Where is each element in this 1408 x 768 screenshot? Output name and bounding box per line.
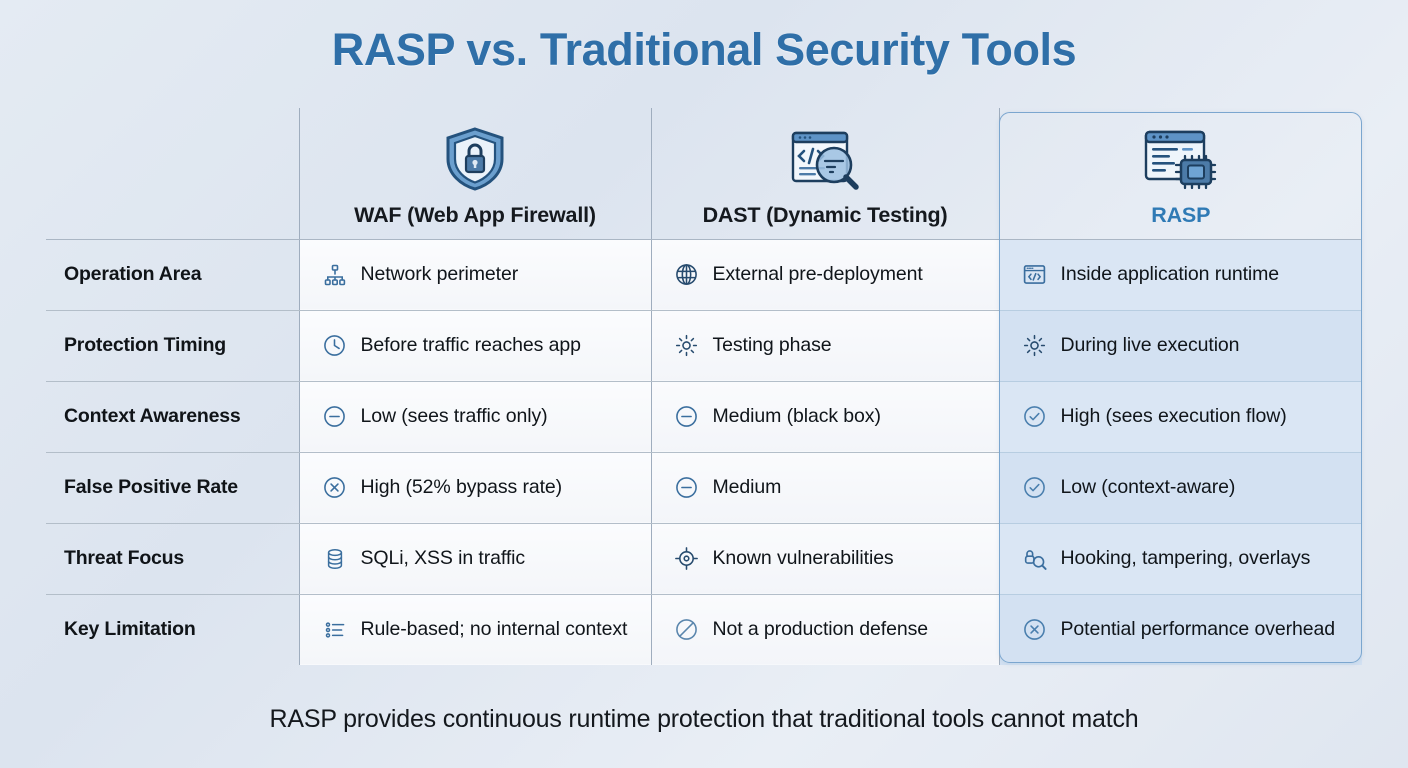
- cell-rasp-context-awareness: High (sees execution flow): [998, 381, 1362, 453]
- footer-caption: RASP provides continuous runtime protect…: [269, 705, 1139, 733]
- comparison-table: WAF (Web App Firewall): [46, 108, 1362, 665]
- row-label-key-limitation: Key Limitation: [64, 618, 196, 641]
- cell-text: Hooking, tampering, overlays: [1060, 547, 1311, 569]
- crosshair-icon: [674, 546, 700, 572]
- shield-lock-icon: [300, 125, 651, 195]
- cell-text: Testing phase: [712, 334, 832, 356]
- cell-waf-threat-focus: SQLi, XSS in traffic: [298, 523, 651, 595]
- table-row: Threat Focus SQLi, XSS in traffic: [46, 523, 1362, 595]
- cell-text: High (sees execution flow): [1060, 405, 1287, 427]
- cell-text: Network perimeter: [360, 263, 519, 285]
- list-icon: [322, 617, 348, 643]
- cell-dast-key-limitation: Not a production defense: [650, 594, 999, 665]
- cell-text: External pre-deployment: [712, 263, 923, 285]
- cell-rasp-key-limitation: Potential performance overhead: [998, 594, 1362, 665]
- cell-rasp-operation-area: Inside application runtime: [998, 239, 1362, 311]
- table-row: Operation Area Network peri: [46, 239, 1362, 311]
- minus-circle-icon: [322, 404, 348, 430]
- check-circle-icon: [1022, 475, 1048, 501]
- table-row: Key Limitation Rule-based; no internal c…: [46, 594, 1362, 665]
- cell-dast-threat-focus: Known vulnerabilities: [650, 523, 999, 595]
- cell-text: Potential performance overhead: [1060, 618, 1336, 641]
- cell-text: Medium: [712, 476, 782, 498]
- cell-waf-key-limitation: Rule-based; no internal context: [298, 594, 651, 665]
- header-label-rasp: RASP: [1151, 202, 1211, 227]
- minus-circle-icon: [674, 404, 700, 430]
- cell-text: Known vulnerabilities: [712, 547, 894, 569]
- cell-rasp-protection-timing: During live execution: [998, 310, 1362, 382]
- table-row: Context Awareness Low (sees traffic only…: [46, 381, 1362, 453]
- cell-dast-false-positive-rate: Medium: [650, 452, 999, 524]
- header-label-waf: WAF (Web App Firewall): [354, 202, 596, 227]
- header-cell-label: [46, 108, 299, 240]
- table-row: Protection Timing Before traffic reaches…: [46, 310, 1362, 382]
- code-window-magnifier-icon: [652, 125, 999, 195]
- ban-icon: [674, 617, 700, 643]
- cell-waf-operation-area: Network perimeter: [298, 239, 651, 311]
- header-cell-rasp: RASP: [998, 108, 1363, 240]
- minus-circle-icon: [674, 475, 700, 501]
- gear-icon: [1022, 333, 1048, 359]
- cell-text: Before traffic reaches app: [360, 334, 581, 356]
- table-header-row: WAF (Web App Firewall): [46, 108, 1363, 240]
- row-label-false-positive-rate: False Positive Rate: [46, 452, 299, 524]
- cell-rasp-threat-focus: Hooking, tampering, overlays: [998, 523, 1362, 595]
- gear-icon: [674, 333, 700, 359]
- header-cell-dast: DAST (Dynamic Testing): [650, 108, 999, 240]
- row-label-context-awareness: Context Awareness: [46, 381, 299, 453]
- code-window-icon: [1022, 262, 1048, 288]
- cell-text: Not a production defense: [712, 618, 929, 641]
- cell-waf-context-awareness: Low (sees traffic only): [298, 381, 651, 453]
- header-cell-waf: WAF (Web App Firewall): [298, 108, 651, 240]
- cell-text: SQLi, XSS in traffic: [360, 547, 526, 569]
- table-row: False Positive Rate High (52% bypass rat…: [46, 452, 1362, 524]
- database-icon: [322, 546, 348, 572]
- header-label-dast: DAST (Dynamic Testing): [702, 202, 948, 227]
- cell-waf-protection-timing: Before traffic reaches app: [298, 310, 651, 382]
- sitemap-icon: [322, 262, 348, 288]
- cell-text: Medium (black box): [712, 405, 881, 427]
- comparison-table-container: WAF (Web App Firewall): [46, 108, 1362, 665]
- clock-icon: [322, 333, 348, 359]
- check-circle-icon: [1022, 404, 1048, 430]
- globe-icon: [674, 262, 700, 288]
- cell-text: Low (context-aware): [1060, 476, 1236, 498]
- row-label-operation-area: Operation Area: [46, 239, 299, 311]
- cell-dast-operation-area: External pre-deployment: [650, 239, 999, 311]
- code-window-chip-icon: [1000, 125, 1363, 195]
- cell-text: Rule-based; no internal context: [360, 618, 628, 641]
- row-label-threat-focus: Threat Focus: [46, 523, 299, 595]
- cell-dast-context-awareness: Medium (black box): [650, 381, 999, 453]
- cell-text: During live execution: [1060, 334, 1240, 356]
- cell-waf-false-positive-rate: High (52% bypass rate): [298, 452, 651, 524]
- x-circle-icon: [1022, 617, 1048, 643]
- row-label-protection-timing: Protection Timing: [46, 310, 299, 382]
- cell-rasp-false-positive-rate: Low (context-aware): [998, 452, 1362, 524]
- cell-dast-protection-timing: Testing phase: [650, 310, 999, 382]
- x-circle-icon: [322, 475, 348, 501]
- page-title: RASP vs. Traditional Security Tools: [331, 24, 1077, 75]
- bug-search-icon: [1022, 546, 1048, 572]
- cell-text: Low (sees traffic only): [360, 405, 548, 427]
- cell-text: Inside application runtime: [1060, 263, 1280, 285]
- cell-text: High (52% bypass rate): [360, 476, 563, 498]
